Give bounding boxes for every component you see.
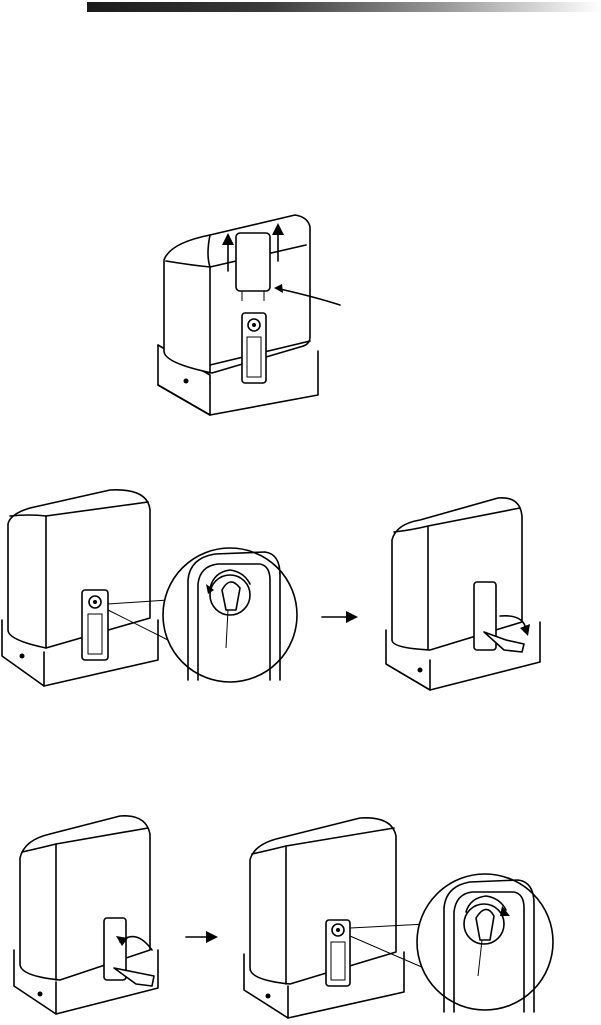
motor-housing [8, 490, 150, 648]
motor-housing [20, 816, 150, 980]
unlock-sequence-figure [0, 480, 601, 715]
arrow-right-icon [346, 611, 358, 623]
release-cover [236, 233, 270, 291]
motor-cover-removal-figure [150, 205, 510, 423]
header-bar [87, 2, 601, 12]
arrow-right-icon [206, 931, 218, 943]
motor-housing [250, 818, 396, 984]
lock-sequence-figure [0, 800, 601, 1022]
